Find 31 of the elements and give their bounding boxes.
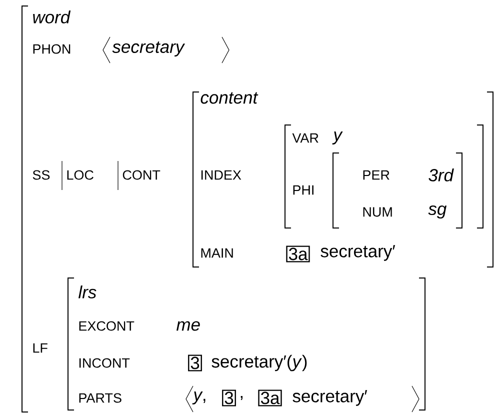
tag-box: 3 bbox=[222, 390, 236, 406]
feature-name: SS bbox=[32, 170, 50, 180]
value-text: secretary′ bbox=[292, 390, 368, 406]
feature-name: VAR bbox=[292, 133, 318, 143]
value-text: sg bbox=[428, 205, 447, 219]
feature-name: LOC bbox=[67, 170, 94, 180]
value-text: 3rd bbox=[428, 168, 454, 182]
tag-box: 3a bbox=[258, 390, 282, 406]
feature-name: PHON bbox=[33, 44, 70, 54]
value-text: me bbox=[176, 321, 200, 331]
tag-box: 3 bbox=[188, 354, 202, 372]
value-text: y, bbox=[192, 392, 206, 404]
tag-box: 3a bbox=[286, 246, 310, 262]
value-text: y bbox=[332, 132, 343, 144]
value-text: secretary′(y) bbox=[212, 354, 307, 372]
feature-name: INDEX bbox=[201, 170, 242, 180]
value-text: secretary′ bbox=[320, 245, 396, 261]
value-text: , bbox=[240, 396, 242, 400]
feature-name: INCONT bbox=[79, 358, 130, 368]
value-text: word bbox=[33, 10, 71, 24]
value-text: lrs bbox=[78, 286, 96, 298]
feature-name: LF bbox=[33, 343, 48, 353]
feature-name: CONT bbox=[122, 170, 160, 180]
feature-name: NUM bbox=[363, 207, 392, 217]
feature-name: PARTS bbox=[79, 393, 122, 403]
value-text: content bbox=[200, 92, 258, 104]
feature-name: PHI bbox=[293, 185, 314, 195]
value-text: secretary bbox=[112, 42, 186, 56]
feature-name: MAIN bbox=[201, 248, 233, 258]
feature-name: PER bbox=[363, 170, 390, 180]
feature-name: EXCONT bbox=[79, 321, 134, 331]
